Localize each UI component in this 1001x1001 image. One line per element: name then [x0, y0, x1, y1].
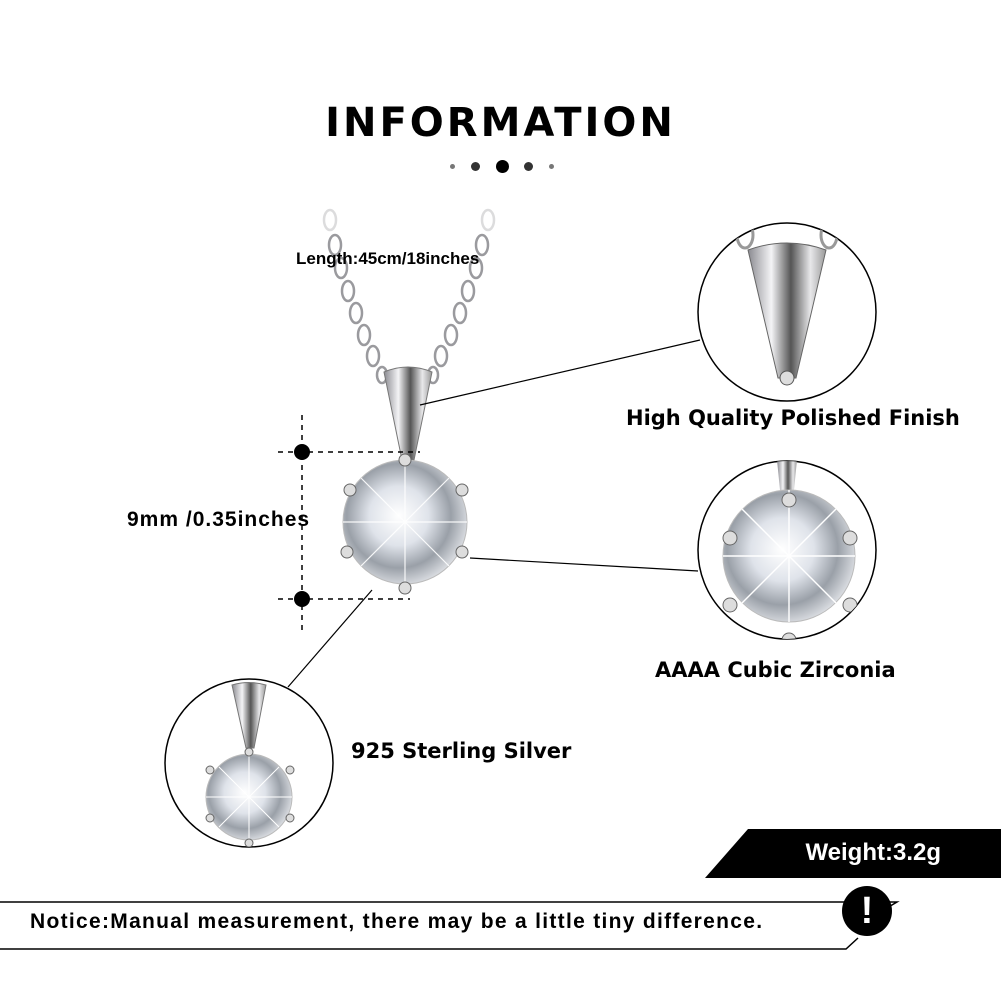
length-label: Length:45cm/18inches: [296, 249, 480, 268]
exclamation-icon: !: [842, 886, 892, 936]
pendant-stone: [340, 453, 469, 595]
pager-dot: [470, 161, 480, 171]
feature-label-cubic-zirconia: AAAA Cubic Zirconia: [655, 658, 896, 682]
chain: [322, 208, 496, 385]
pager-dots: [450, 158, 554, 174]
notice-text: Notice:Manual measurement, there may be …: [30, 910, 764, 933]
weight-badge: Weight:3.2g: [705, 829, 1001, 878]
page-title: INFORMATION: [325, 100, 676, 146]
pager-dot-active: [495, 159, 509, 173]
pager-dot: [450, 163, 455, 169]
pager-dot: [549, 163, 554, 169]
pendant-bail: [383, 366, 433, 461]
feature-label-sterling-silver: 925 Sterling Silver: [351, 739, 572, 763]
bail-closeup: [697, 222, 877, 402]
weight-banner-bg: [705, 829, 1001, 878]
stone-closeup: [697, 460, 877, 640]
pendant-closeup: [164, 678, 334, 848]
pager-dot: [524, 161, 534, 171]
size-label: 9mm /0.35inches: [127, 508, 311, 531]
weight-label: Weight:3.2g: [805, 839, 941, 866]
feature-label-polished-finish: High Quality Polished Finish: [626, 406, 960, 430]
